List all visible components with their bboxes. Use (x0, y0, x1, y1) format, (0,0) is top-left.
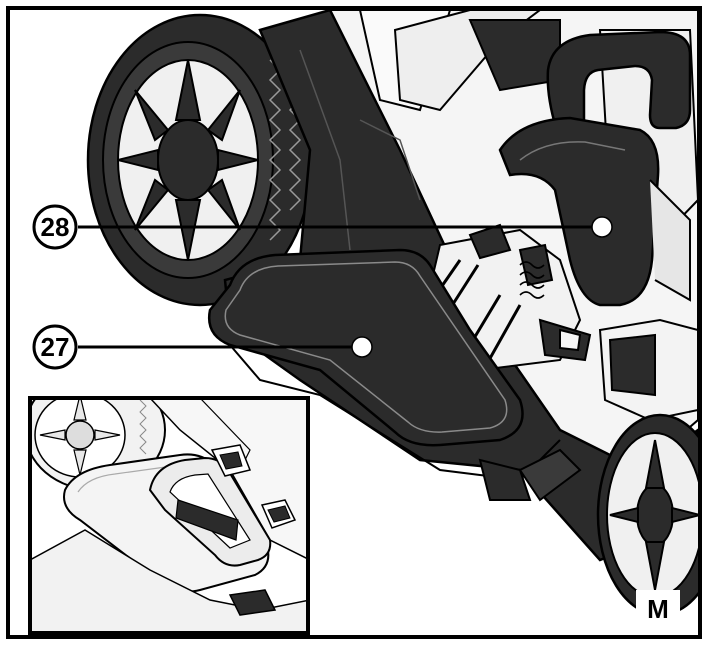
callout-27-label: 27 (41, 332, 70, 362)
callout-28-label: 28 (41, 212, 70, 242)
figure-frame (6, 6, 702, 639)
inset-detail (28, 396, 310, 635)
figure-letter: M (647, 594, 669, 624)
left-rear-wheel (86, 13, 314, 307)
callout-28: 28 (32, 204, 78, 250)
callout-27-dot (351, 336, 373, 358)
right-rear-wheel (596, 413, 698, 617)
bag-handle-frame (546, 30, 692, 142)
grass-bag-handle (498, 116, 660, 307)
callout-28-dot (591, 216, 613, 238)
inset-frame (28, 396, 310, 635)
callout-27: 27 (32, 324, 78, 370)
main-illustration (86, 10, 698, 617)
